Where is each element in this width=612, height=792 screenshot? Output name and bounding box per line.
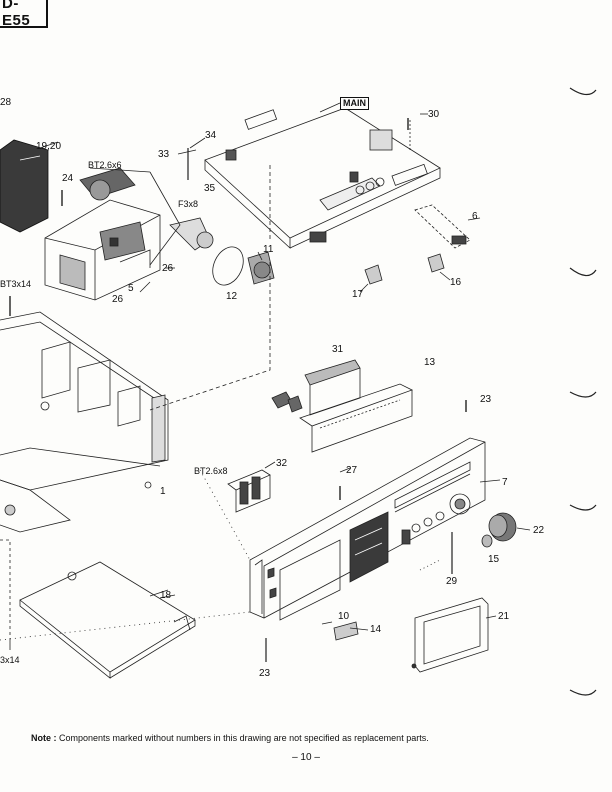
callout-18: 18: [160, 590, 172, 601]
callout-bt2-6x8: BT2.6x8: [194, 466, 228, 476]
callout-27: 27: [346, 465, 358, 476]
callout-bt3x14: BT3x14: [0, 279, 32, 289]
callout-32: 32: [276, 458, 288, 469]
model-header: D-E55: [0, 0, 48, 29]
page-number: – 10 –: [292, 752, 320, 763]
callout-5: 5: [128, 283, 134, 294]
callout-21: 21: [498, 611, 510, 622]
callout-f3x8: F3x8: [178, 199, 199, 209]
callout-10: 10: [338, 611, 350, 622]
board-label-main: MAIN: [340, 97, 369, 110]
callout-33: 33: [158, 149, 170, 160]
callout-bt2-6x6: BT2.6x6: [88, 160, 122, 170]
callout-24: 24: [62, 173, 74, 184]
callout-12: 12: [226, 291, 238, 302]
footnote-text: Components marked without numbers in thi…: [59, 733, 429, 743]
footnote-prefix: Note :: [31, 733, 57, 743]
callout-26-b: 26: [112, 294, 124, 305]
callout-30: 30: [428, 109, 440, 120]
callout-16: 16: [450, 277, 462, 288]
callout-28: 28: [0, 97, 12, 108]
callout-22: 22: [533, 525, 545, 536]
callout-17: 17: [352, 289, 364, 300]
callout-14: 14: [370, 624, 382, 635]
callout-34: 34: [205, 130, 217, 141]
callout-31: 31: [332, 344, 344, 355]
callout-23-top: 23: [480, 394, 492, 405]
callout-13: 13: [424, 357, 436, 368]
callout-6: 6: [472, 211, 478, 222]
callout-23-bottom: 23: [259, 668, 271, 679]
callout-15: 15: [488, 554, 500, 565]
callout-26-a: 26: [162, 263, 174, 274]
callout-29: 29: [446, 576, 458, 587]
callout-7: 7: [502, 477, 508, 488]
callout-35: 35: [204, 183, 216, 194]
callout-1: 1: [160, 486, 166, 497]
callout-3x14: 3x14: [0, 655, 20, 665]
footnote: Note : Components marked without numbers…: [31, 733, 429, 743]
callout-19-20: 19,20: [36, 141, 62, 152]
callout-11: 11: [263, 244, 274, 255]
